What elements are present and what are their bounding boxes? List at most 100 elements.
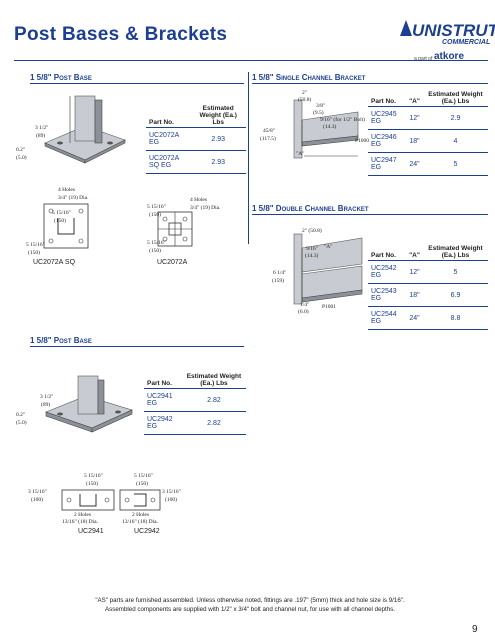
dim-b-mm: (150) xyxy=(149,248,161,254)
part-no: UC2072A EG xyxy=(146,127,191,151)
table-row: UC2945 EG 12" 2.9 xyxy=(368,106,488,130)
dim-h-mm: (100) xyxy=(31,497,43,503)
dim-d2: 3/8" xyxy=(316,103,326,109)
logo-part-of: a part of xyxy=(414,56,433,62)
weight: 5 xyxy=(422,260,488,284)
section-heading: 1 5/8" Post Base xyxy=(30,336,92,345)
post-base-2-iso-icon xyxy=(45,375,133,433)
holes-label: 2 Holes xyxy=(74,512,91,518)
col-header: "A" xyxy=(406,244,423,261)
dim-d2: 9/16" xyxy=(306,246,319,252)
col-header: Estimated Weight (Ea.) Lbs xyxy=(422,244,488,261)
post-base-table-2: Part No. Estimated Weight (Ea.) Lbs UC29… xyxy=(144,372,246,435)
dim-w: 5 15/16" xyxy=(134,473,153,479)
thick-dim-mm: (5.0) xyxy=(16,420,27,426)
logo-sub: COMMERCIAL xyxy=(442,39,491,46)
dim-h: 3 15/16" xyxy=(28,489,47,495)
plate-label: UC2942 xyxy=(134,528,160,535)
plate-label: UC2941 xyxy=(78,528,104,535)
weight: 2.9 xyxy=(422,106,488,130)
dim-h-mm: (100) xyxy=(165,497,177,503)
dim-a: 5 15/16" xyxy=(147,204,166,210)
logo-mark-icon xyxy=(400,20,412,36)
holes-label: 2 Holes xyxy=(132,512,149,518)
dim-w: 5 15/16" xyxy=(84,473,103,479)
page-title: Post Bases & Brackets xyxy=(14,24,228,45)
dim-a-mm: (150) xyxy=(149,212,161,218)
table-row: UC2941 EG 2.82 xyxy=(144,388,246,412)
length-a: 24" xyxy=(406,152,423,176)
dim-w-mm: (150) xyxy=(136,481,148,487)
table-row: UC2946 EG 18" 4 xyxy=(368,129,488,153)
table-row: UC2542 EG 12" 5 xyxy=(368,260,488,284)
thick-dim: 0.2" xyxy=(16,147,26,153)
logo-name: UNISTRUT xyxy=(412,21,495,40)
weight: 2.93 xyxy=(190,127,246,151)
length-a: 12" xyxy=(406,106,423,130)
holes-label: 4 Holes xyxy=(58,187,75,193)
part-no: UC2544 EG xyxy=(368,306,407,330)
dim-h: 6 1/4" xyxy=(273,270,287,276)
weight: 5 xyxy=(422,152,488,176)
page-number: 9 xyxy=(472,624,478,635)
table-row: UC2543 EG 18" 6.9 xyxy=(368,283,488,307)
col-header: Part No. xyxy=(368,244,407,261)
part-no: UC2942 EG xyxy=(144,411,182,435)
plate-2hole-diamond-icon xyxy=(119,489,161,511)
hole-dia: 13/16" (18) Dia. xyxy=(122,519,159,525)
dim-b-mm: (150) xyxy=(28,250,40,256)
length-a: 18" xyxy=(406,283,423,307)
weight: 2.82 xyxy=(181,388,246,412)
thick-dim-mm: (5.0) xyxy=(16,155,27,161)
part-no: UC2543 EG xyxy=(368,283,407,307)
part-no: UC2946 EG xyxy=(368,129,407,153)
col-header: Part No. xyxy=(144,372,182,389)
weight: 8.8 xyxy=(422,306,488,330)
unistrut-logo: UNISTRUT COMMERCIAL a part of atkore xyxy=(398,16,495,68)
table-row: UC2947 EG 24" 5 xyxy=(368,152,488,176)
hole-dia: 3/4" (19) Dia. xyxy=(58,195,89,201)
single-bracket-icon xyxy=(293,99,359,159)
double-bracket-icon xyxy=(293,233,363,305)
height-dim: 3 1/2" xyxy=(35,125,49,131)
footnote-line-2: Assembled components are supplied with 1… xyxy=(105,606,395,613)
weight: 4 xyxy=(422,129,488,153)
double-bracket-table: Part No. "A" Estimated Weight (Ea.) Lbs … xyxy=(368,244,488,330)
dim-d2-mm: (14.3) xyxy=(305,253,319,259)
dim-h-mm: (159) xyxy=(272,278,284,284)
dim-h-mm: (117.5) xyxy=(260,136,276,142)
figure-id: P1001 xyxy=(322,304,337,310)
dim-b: 5 15/16" xyxy=(147,240,166,246)
col-header: Estimated Weight (Ea.) Lbs xyxy=(190,104,246,128)
dim-a: "A" xyxy=(324,244,333,250)
post-base-table-1: Part No. Estimated Weight (Ea.) Lbs UC20… xyxy=(146,104,246,174)
section-rule xyxy=(252,214,488,215)
table-row: UC2072A SQ EG 2.93 xyxy=(146,150,246,174)
dim-h: 45/8" xyxy=(263,128,276,134)
plate-label: UC2072A xyxy=(157,259,188,266)
dim-t-mm: (6.0) xyxy=(298,309,309,315)
part-no: UC2072A SQ EG xyxy=(146,150,191,174)
plate-diamond-view-icon xyxy=(157,211,193,247)
dim-a: "A" xyxy=(296,151,305,157)
weight: 6.9 xyxy=(422,283,488,307)
dim-d3-mm: (14.3) xyxy=(323,124,337,130)
dim-d1: 2" (50.8) xyxy=(302,228,322,234)
col-header: Estimated Weight (Ea.) Lbs xyxy=(422,90,488,107)
weight: 2.82 xyxy=(181,411,246,435)
table-row: UC2942 EG 2.82 xyxy=(144,411,246,435)
length-a: 12" xyxy=(406,260,423,284)
dim-a-mm: (150) xyxy=(54,218,66,224)
part-no: UC2947 EG xyxy=(368,152,407,176)
dim-h: 3 15/16" xyxy=(162,489,181,495)
footnote-line-1: "AS" parts are furnished assembled. Unle… xyxy=(95,597,405,604)
dim-d2-mm: (9.5) xyxy=(313,110,324,116)
section-rule xyxy=(30,346,244,347)
part-no: UC2941 EG xyxy=(144,388,182,412)
column-divider xyxy=(248,72,249,244)
plate-top-view-icon xyxy=(43,203,89,249)
col-header: Part No. xyxy=(368,90,407,107)
hole-dia: 13/16" (18) Dia. xyxy=(62,519,99,525)
thick-dim: 0.2" xyxy=(16,412,26,418)
section-heading: 1 5/8" Post Base xyxy=(30,73,92,82)
